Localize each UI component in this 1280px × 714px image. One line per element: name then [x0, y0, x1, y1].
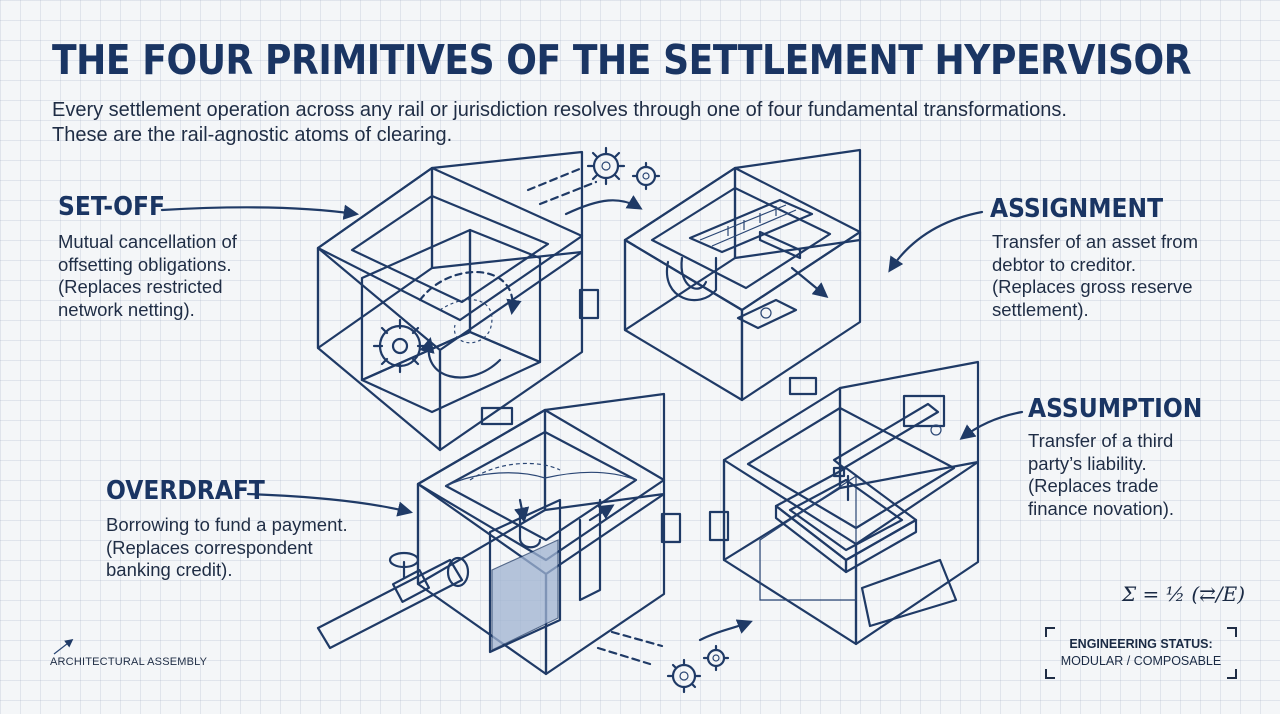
formula: Σ = ½ (⇄/E) — [1122, 582, 1245, 606]
gear-icon — [633, 163, 659, 189]
gear-icon — [704, 646, 728, 670]
flow-arrows — [528, 168, 750, 664]
assumption-title: ASSUMPTION — [1028, 394, 1202, 424]
assignment-line: Transfer of an asset from — [992, 231, 1198, 254]
assignment-title: ASSIGNMENT — [990, 194, 1163, 224]
setoff-description: Mutual cancellation of offsetting obliga… — [58, 231, 237, 321]
cash-icon — [738, 300, 796, 328]
overdraft-title: OVERDRAFT — [106, 476, 265, 506]
architectural-assembly-label: ARCHITECTURAL ASSEMBLY — [50, 656, 207, 668]
overdraft-line: (Replaces correspondent — [106, 537, 348, 560]
bracket-corner — [1227, 669, 1237, 679]
gear-icon — [668, 660, 700, 692]
setoff-line: offsetting obligations. — [58, 254, 237, 277]
assumption-line: Transfer of a third — [1028, 430, 1174, 453]
gear-icon — [588, 148, 624, 184]
overdraft-module — [318, 394, 680, 674]
assignment-line: settlement). — [992, 299, 1198, 322]
assignment-line: (Replaces gross reserve — [992, 276, 1198, 299]
assumption-line: finance novation). — [1028, 498, 1174, 521]
assumption-line: (Replaces trade — [1028, 475, 1174, 498]
assumption-module — [710, 362, 978, 644]
assignment-description: Transfer of an asset from debtor to cred… — [992, 231, 1198, 321]
overdraft-line: Borrowing to fund a payment. — [106, 514, 348, 537]
engineering-status-label: ENGINEERING STATUS: — [1045, 637, 1237, 651]
assumption-description: Transfer of a third party’s liability. (… — [1028, 430, 1174, 520]
overdraft-description: Borrowing to fund a payment. (Replaces c… — [106, 514, 348, 582]
bracket-corner — [1045, 669, 1055, 679]
overdraft-line: banking credit). — [106, 559, 348, 582]
assumption-line: party’s liability. — [1028, 453, 1174, 476]
setoff-module — [318, 152, 582, 450]
assignment-line: debtor to creditor. — [992, 254, 1198, 277]
setoff-line: network netting). — [58, 299, 237, 322]
setoff-line: (Replaces restricted — [58, 276, 237, 299]
bracket-corner — [1045, 627, 1055, 637]
engineering-status-box: ENGINEERING STATUS: MODULAR / COMPOSABLE — [1045, 627, 1237, 679]
assignment-module — [580, 150, 860, 400]
setoff-line: Mutual cancellation of — [58, 231, 237, 254]
setoff-title: SET-OFF — [58, 192, 165, 222]
bracket-corner — [1227, 627, 1237, 637]
engineering-status-value: MODULAR / COMPOSABLE — [1045, 654, 1237, 668]
gear-icon — [374, 320, 426, 372]
